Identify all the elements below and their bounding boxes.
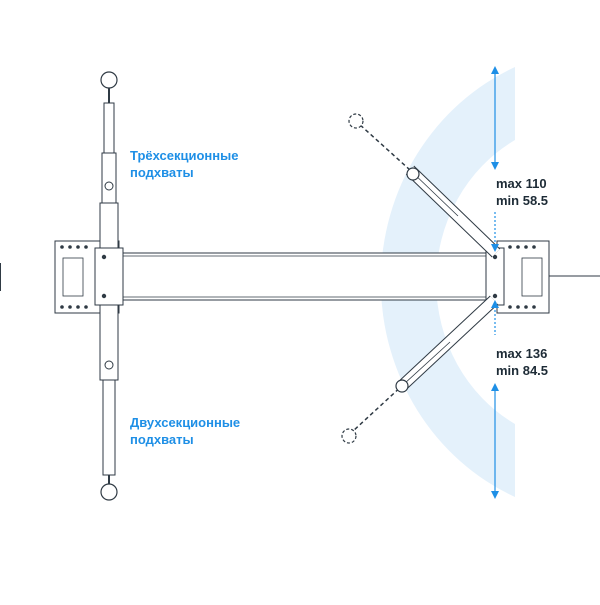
right-base-plate (496, 240, 600, 314)
two-section-label: Двухсекционные подхваты (130, 414, 240, 448)
right-arm-two-section (341, 295, 499, 444)
right-arm-three-section (348, 113, 501, 258)
left-pivot-block (94, 247, 124, 306)
cross-beam (117, 252, 491, 301)
lower-max-value: max 136 (496, 346, 548, 361)
upper-max-value: max 110 (496, 176, 547, 191)
left-arm-three-section (99, 71, 119, 250)
three-section-label: Трёхсекционные подхваты (130, 147, 238, 181)
two-section-label-line2: подхваты (130, 432, 194, 447)
upper-dimension-text: max 110 min 58.5 (496, 175, 548, 209)
lower-dimension-text: max 136 min 84.5 (496, 345, 548, 379)
left-arm-two-section (99, 304, 119, 501)
three-section-label-line1: Трёхсекционные (130, 148, 239, 163)
lower-min-value: min 84.5 (496, 363, 549, 378)
three-section-label-line2: подхваты (130, 165, 194, 180)
dimension-arrows (491, 66, 499, 499)
upper-min-value: min 58.5 (496, 193, 549, 208)
two-section-label-line1: Двухсекционные (130, 415, 241, 430)
